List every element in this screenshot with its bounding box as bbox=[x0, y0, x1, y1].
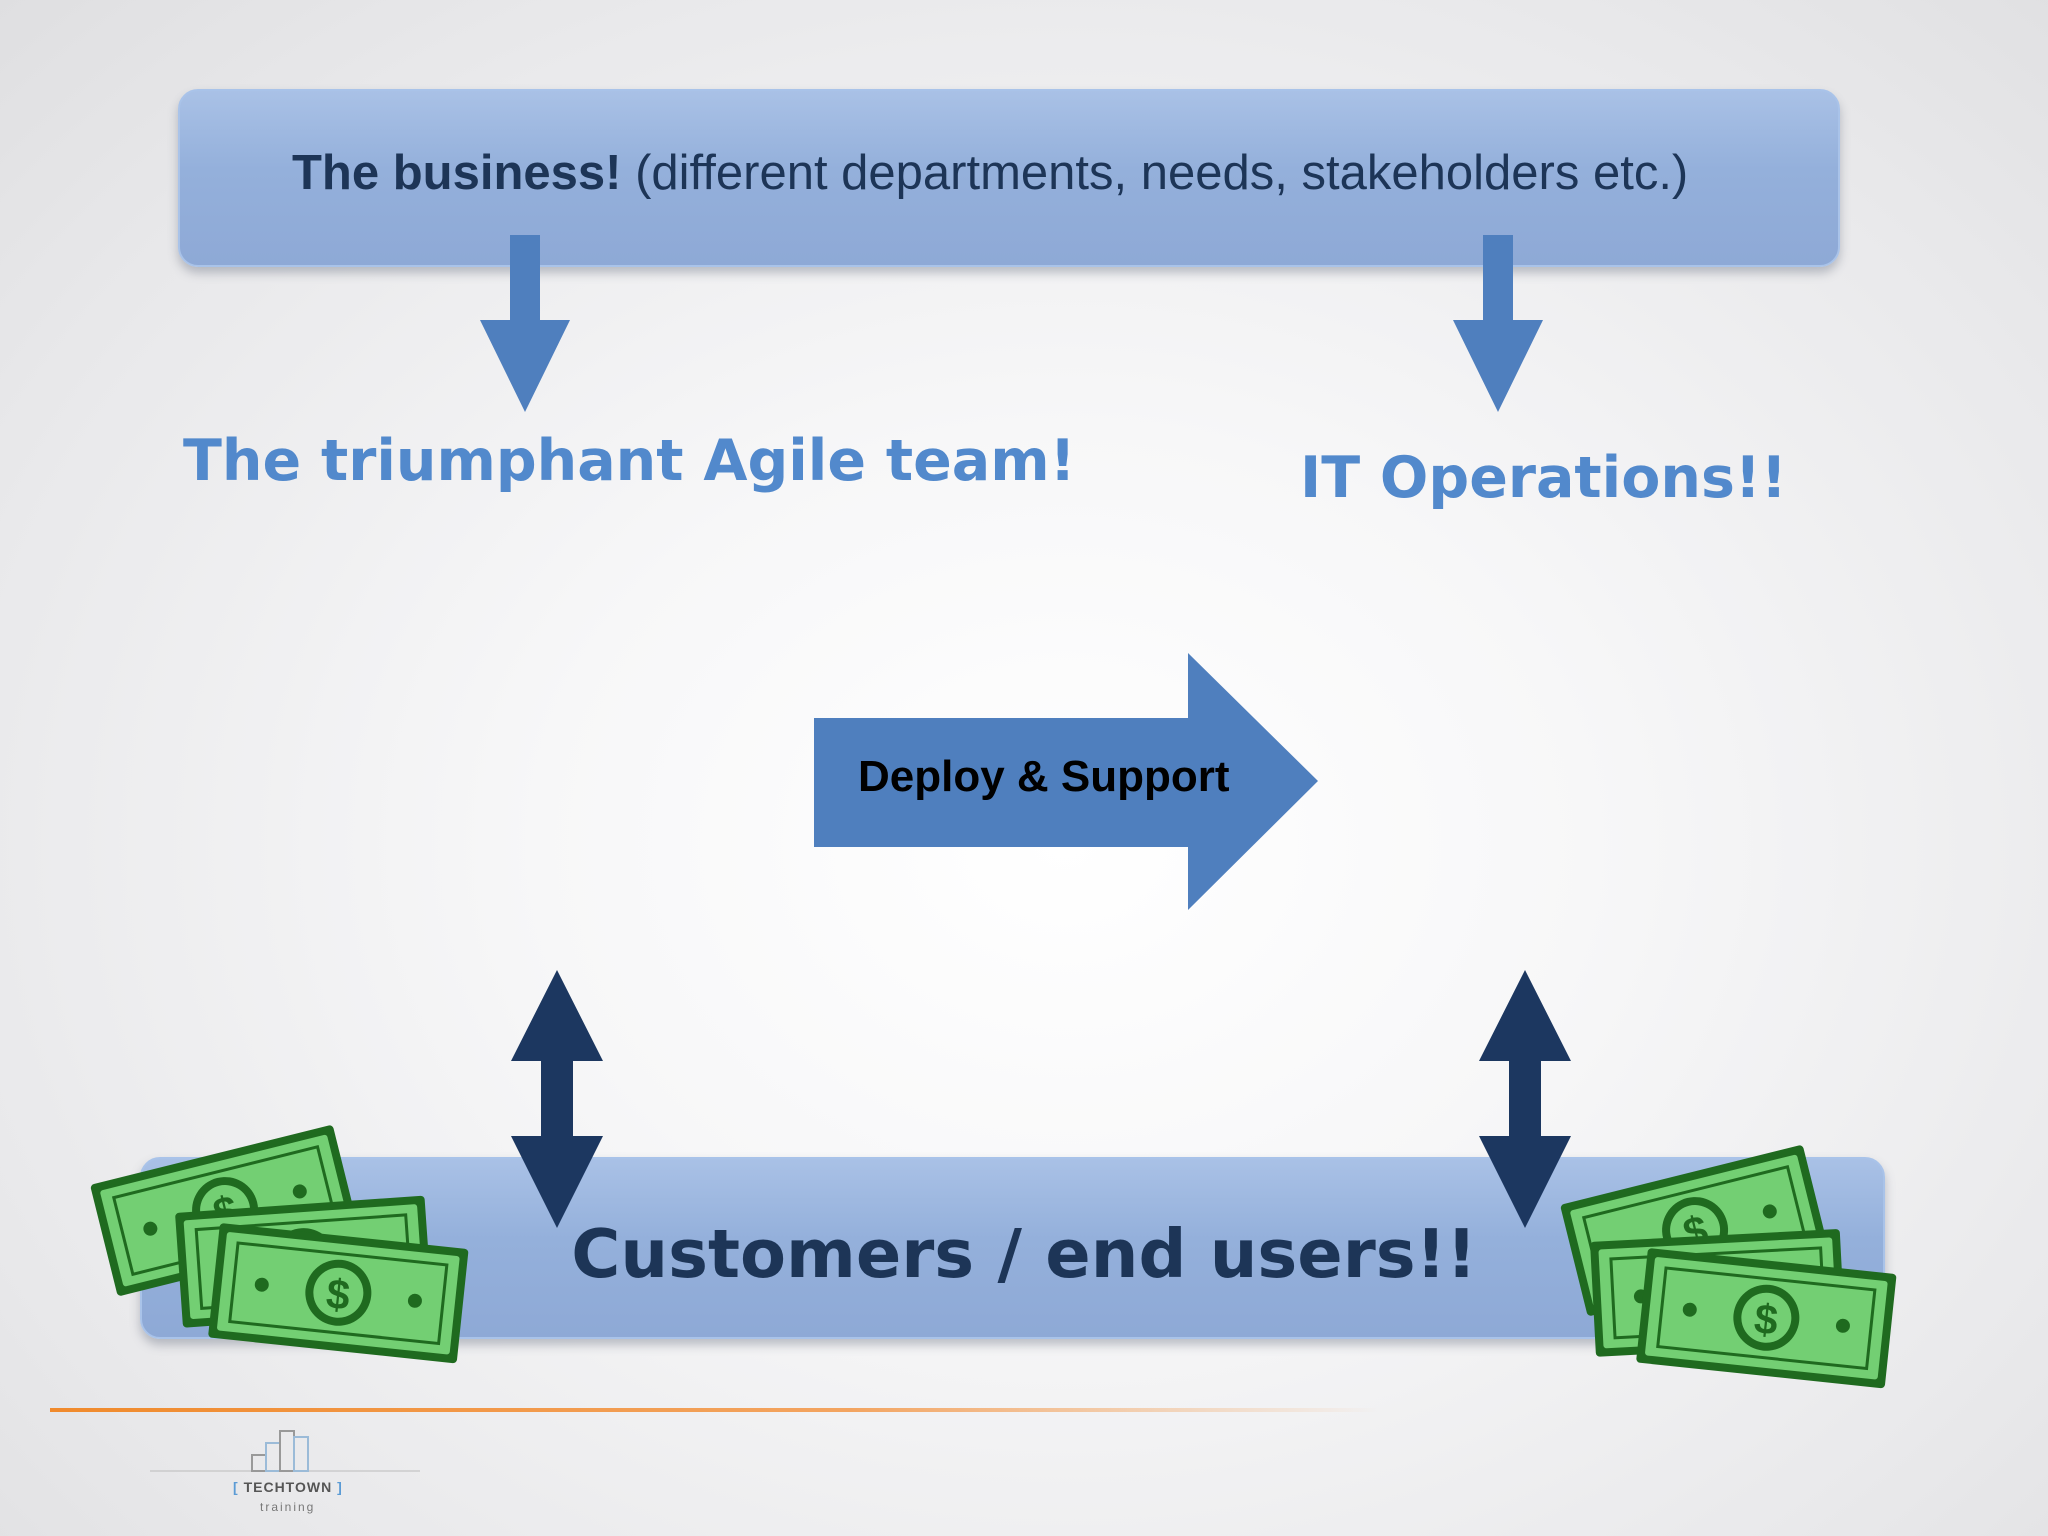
logo-name: [ TECHTOWN ] bbox=[233, 1479, 343, 1495]
business-bold-label: The business! bbox=[292, 146, 622, 200]
business-bar bbox=[178, 89, 1840, 267]
business-label: The business! (different departments, ne… bbox=[292, 145, 1688, 201]
logo-name-text: TECHTOWN bbox=[243, 1479, 333, 1495]
customers-label: Customers / end users!! bbox=[571, 1215, 1477, 1293]
money-stack-icon: $ bbox=[88, 1123, 471, 1366]
techtown-logo-icon bbox=[150, 1430, 420, 1472]
double-arrow-icon bbox=[511, 970, 603, 1228]
arrow-down-icon bbox=[480, 235, 570, 412]
business-detail-label: (different departments, needs, stakehold… bbox=[621, 146, 1689, 200]
deploy-support-label: Deploy & Support bbox=[858, 752, 1230, 801]
it-operations-heading: IT Operations!! bbox=[1300, 445, 1787, 511]
agile-team-heading: The triumphant Agile team! bbox=[183, 428, 1076, 494]
logo-subtitle: training bbox=[260, 1500, 316, 1514]
money-stack-icon bbox=[1558, 1143, 1899, 1391]
arrow-down-icon bbox=[1453, 235, 1543, 412]
arrow-right-icon bbox=[814, 653, 1318, 910]
footer-divider bbox=[50, 1408, 1380, 1412]
double-arrow-icon bbox=[1479, 970, 1571, 1228]
